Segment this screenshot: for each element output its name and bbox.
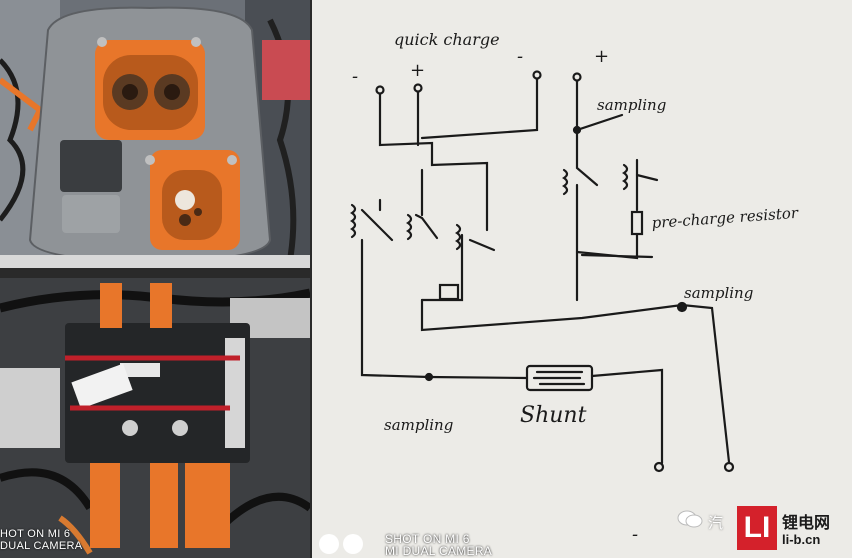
precharge-resistor-label: pre-charge resistor (651, 204, 799, 232)
quick-charge-label: quick charge (394, 30, 500, 49)
circuit-sketch: quick charge - + - + sampling pre-charge… (312, 0, 852, 558)
plus-terminal-right: + (594, 46, 609, 67)
photo-watermark-line2: DUAL CAMERA (0, 540, 83, 552)
brand-url: li-b.cn (782, 532, 821, 547)
sampling-mid-label: sampling (684, 284, 753, 302)
sketch-watermark-line2: MI DUAL CAMERA (385, 544, 493, 558)
charging-inlet-photo (0, 0, 310, 268)
brand-prefix: 汽 (708, 515, 724, 532)
minus-terminal-mid: - (517, 46, 523, 67)
minus-terminal-left: - (352, 66, 358, 87)
brand-name: 锂电网 (782, 515, 831, 532)
shunt-label: Shunt (520, 403, 587, 428)
sketch-watermark-line1: SHOT ON MI 6 (385, 532, 470, 546)
circuit-diagram: quick charge - + - + sampling pre-charge… (350, 30, 799, 545)
sampling-bottom-label: sampling (384, 416, 453, 434)
camera-watermark-badge (318, 533, 368, 555)
photo-watermark: HOT ON MI 6 DUAL CAMERA (0, 528, 82, 552)
plus-terminal-left: + (410, 60, 425, 81)
sampling-top-label: sampling (597, 96, 666, 114)
dual-camera-icon (319, 534, 363, 554)
charging-inlet-illustration (0, 0, 310, 268)
photo-watermark-line1: HOT ON MI 6 (0, 528, 71, 540)
sketch-watermark: SHOT ON MI 6 MI DUAL CAMERA (385, 533, 492, 557)
minus-terminal-bottom: - (632, 524, 638, 545)
wechat-icon (677, 508, 703, 530)
junction-box-illustration (0, 278, 310, 558)
brand-logo: LI (737, 506, 777, 550)
junction-box-photo: HOT ON MI 6 DUAL CAMERA (0, 278, 310, 558)
